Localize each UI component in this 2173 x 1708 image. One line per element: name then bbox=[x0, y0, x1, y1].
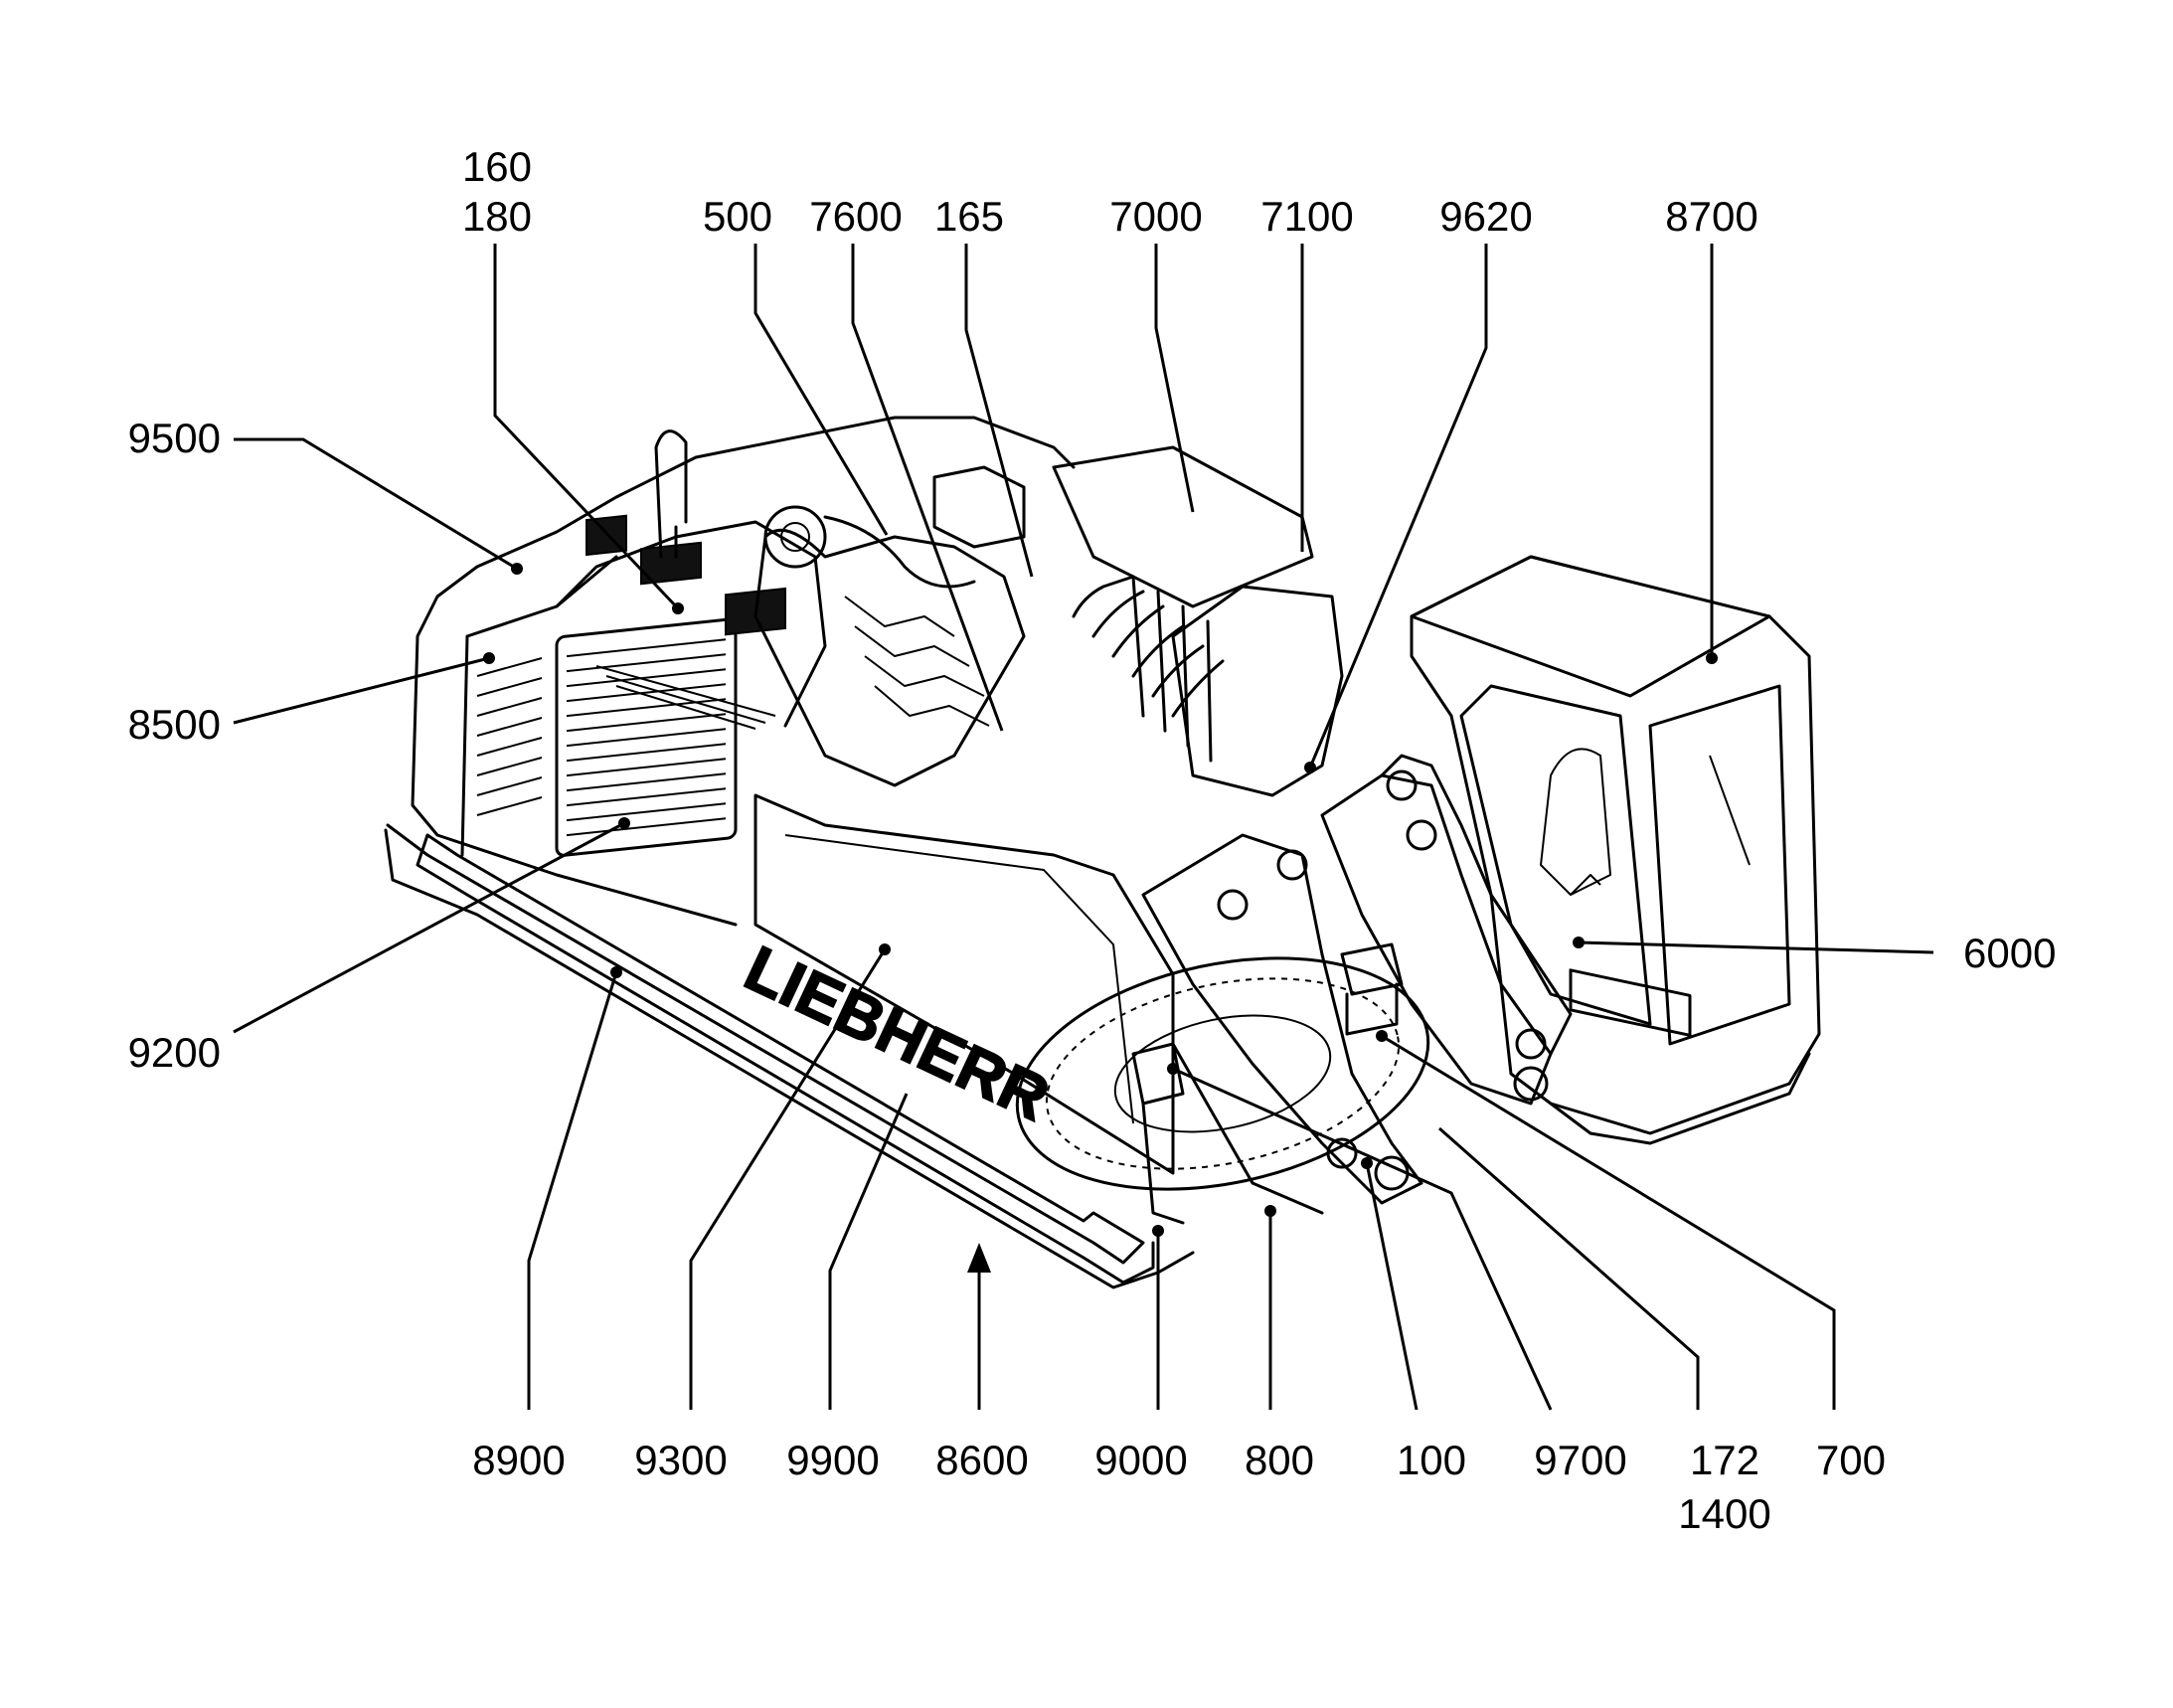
callout-8500: 8500 bbox=[128, 701, 221, 748]
callout-165: 165 bbox=[934, 193, 1004, 240]
hydraulic-tank bbox=[1171, 585, 1344, 797]
boom-mount-bracket-far bbox=[1380, 754, 1573, 1056]
leader-160-180 bbox=[493, 244, 680, 610]
side-door-panel bbox=[753, 793, 1175, 1175]
cab-base-step bbox=[1549, 1052, 1811, 1145]
callout-700: 700 bbox=[1816, 1437, 1886, 1483]
leader-9200 bbox=[233, 821, 625, 1034]
callout-7000: 7000 bbox=[1109, 193, 1202, 240]
counterweight-housing bbox=[411, 416, 1076, 927]
callout-labels: 160 180 500 7600 165 7000 7100 9620 8700… bbox=[128, 143, 2057, 1537]
leader-lines bbox=[233, 244, 1934, 1411]
leader-dot-9620 bbox=[1304, 762, 1316, 773]
slewing-ring bbox=[1015, 956, 1430, 1191]
leader-dot-700 bbox=[1376, 1030, 1388, 1042]
callout-8600: 8600 bbox=[935, 1437, 1028, 1483]
callout-500: 500 bbox=[703, 193, 772, 240]
engine-block bbox=[753, 528, 1026, 787]
callout-9900: 9900 bbox=[786, 1437, 879, 1483]
leader-700 bbox=[1381, 1034, 1836, 1410]
leader-dot-8700 bbox=[1706, 652, 1718, 664]
callout-7100: 7100 bbox=[1260, 193, 1353, 240]
slewing-ring-teeth bbox=[1045, 977, 1401, 1170]
leader-7000 bbox=[1154, 244, 1195, 513]
engine-compartment-top bbox=[555, 520, 827, 728]
cab-roof-hatch bbox=[1569, 968, 1692, 1037]
leader-9300 bbox=[689, 948, 887, 1410]
callout-8700: 8700 bbox=[1665, 193, 1757, 240]
air-vents bbox=[585, 514, 786, 636]
leader-8900 bbox=[527, 971, 618, 1410]
boom-mount-bracket-right bbox=[1320, 773, 1553, 1106]
leader-9620 bbox=[1308, 244, 1488, 769]
callout-180: 180 bbox=[462, 193, 532, 240]
callout-8900: 8900 bbox=[472, 1437, 565, 1483]
leader-dot-9200 bbox=[618, 817, 630, 829]
leader-dot-9700 bbox=[1167, 1063, 1179, 1075]
callout-100: 100 bbox=[1397, 1437, 1466, 1483]
base-slab bbox=[384, 828, 1195, 1289]
leader-165 bbox=[964, 244, 1034, 578]
leader-7600 bbox=[851, 244, 1004, 732]
swivel-joint bbox=[1340, 942, 1404, 1036]
callout-9200: 9200 bbox=[128, 1029, 221, 1076]
leader-dot-9500 bbox=[511, 563, 523, 575]
housing-front-edge bbox=[460, 555, 618, 857]
leader-172-1400 bbox=[1438, 1126, 1700, 1410]
turbo-charger bbox=[763, 505, 827, 569]
callout-160: 160 bbox=[462, 143, 532, 190]
callout-7600: 7600 bbox=[809, 193, 902, 240]
cab-side-window bbox=[1459, 684, 1652, 1026]
leader-dot-800 bbox=[1264, 1205, 1276, 1217]
leader-dot-100 bbox=[1361, 1157, 1373, 1169]
operator-cab-body bbox=[1410, 555, 1821, 1135]
leader-dot-9000 bbox=[1152, 1225, 1164, 1237]
access-ladder bbox=[1131, 1042, 1324, 1225]
leader-dot-160-180 bbox=[672, 602, 684, 614]
leader-9900 bbox=[828, 1093, 909, 1410]
cab-front-window bbox=[1648, 684, 1791, 1046]
hydraulic-pump-box bbox=[932, 465, 1026, 549]
leader-9500 bbox=[234, 437, 518, 571]
leader-dot-9300 bbox=[879, 943, 891, 955]
hydraulic-valve-bank bbox=[1052, 445, 1314, 608]
leader-100 bbox=[1365, 1162, 1419, 1411]
callout-9300: 9300 bbox=[634, 1437, 727, 1483]
brand-wordmark: LIEBHERR bbox=[735, 932, 1060, 1134]
leader-9700 bbox=[1172, 1067, 1553, 1411]
excavator-upper-carriage-drawing: LIEBHERR bbox=[384, 416, 1821, 1289]
callout-9620: 9620 bbox=[1439, 193, 1532, 240]
undercarriage-frame bbox=[386, 823, 1155, 1284]
control-levers bbox=[1570, 755, 1751, 896]
operator-seat bbox=[1540, 748, 1611, 896]
hydraulic-lines bbox=[1072, 575, 1225, 763]
callout-9700: 9700 bbox=[1534, 1437, 1626, 1483]
boom-mount-bracket-left bbox=[1141, 833, 1423, 1205]
callout-6000: 6000 bbox=[1963, 930, 2056, 976]
callout-800: 800 bbox=[1245, 1437, 1314, 1483]
vent-slats bbox=[595, 665, 776, 730]
radiator-grille-fins bbox=[567, 638, 726, 837]
cab-roof bbox=[1410, 555, 1771, 698]
callout-9500: 9500 bbox=[128, 415, 221, 461]
leader-8500 bbox=[233, 656, 490, 725]
exhaust-pipe bbox=[654, 429, 688, 559]
callout-9000: 9000 bbox=[1094, 1437, 1187, 1483]
callout-1400: 1400 bbox=[1678, 1490, 1770, 1537]
engine-cylinders bbox=[844, 596, 990, 727]
leader-dot-8500 bbox=[483, 652, 495, 664]
leader-dot-6000 bbox=[1573, 937, 1585, 948]
slewing-ring-inner bbox=[1113, 1014, 1332, 1133]
side-louvers bbox=[476, 657, 543, 816]
leader-500 bbox=[753, 244, 889, 536]
radiator-grille-frame bbox=[555, 617, 738, 857]
leader-6000 bbox=[1578, 940, 1934, 954]
arrow-head-8600 bbox=[967, 1243, 991, 1273]
side-door-inner bbox=[784, 834, 1134, 1124]
callout-172: 172 bbox=[1690, 1437, 1759, 1483]
leader-dot-8900 bbox=[610, 966, 622, 978]
